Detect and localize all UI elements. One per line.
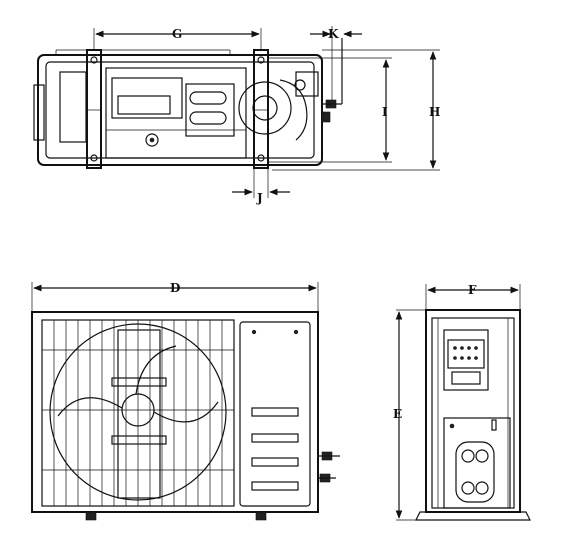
valve-cover (455, 441, 495, 503)
dimension-label-g: G (172, 27, 182, 41)
top-view-side-panel (33, 84, 45, 141)
dimension-label-j: J (256, 191, 263, 205)
dimension-label-f: F (468, 283, 477, 297)
control-box (59, 71, 87, 143)
fan-hub (121, 393, 155, 427)
mounting-foot-left (86, 49, 102, 169)
fan-bracket (117, 329, 161, 499)
panel-louver-3 (251, 457, 299, 467)
dimension-label-h: H (429, 105, 440, 119)
top-view-housing (37, 54, 323, 166)
service-panel (239, 321, 311, 507)
fan-guard-ring (49, 323, 227, 501)
mounting-foot-right (253, 49, 269, 169)
front-view: D (31, 281, 340, 521)
base-plate (105, 67, 247, 159)
service-valve-bottom (321, 111, 331, 123)
dimension-label-e: E (393, 407, 402, 421)
front-foot-right (255, 511, 267, 521)
side-access-panel (443, 417, 511, 509)
dimension-label-k: K (328, 27, 339, 41)
panel-louver-2 (251, 433, 299, 443)
panel-louver-4 (251, 481, 299, 491)
dimension-label-d: D (170, 281, 180, 295)
side-view: F E (393, 283, 531, 521)
panel-louver-1 (251, 407, 299, 417)
compressor-outline (238, 81, 292, 135)
top-view: G K I H J (33, 26, 440, 205)
dimension-label-i: I (382, 105, 388, 119)
front-foot-left (85, 511, 97, 521)
fan-grille (42, 320, 234, 506)
side-base (415, 511, 531, 521)
terminal-block (443, 329, 489, 391)
